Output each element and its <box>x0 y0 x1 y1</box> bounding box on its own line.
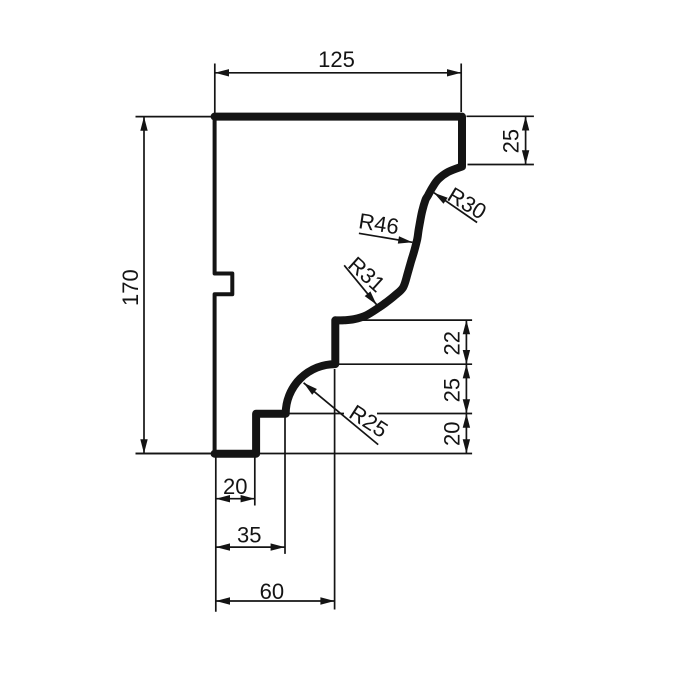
svg-text:125: 125 <box>318 47 355 72</box>
svg-text:35: 35 <box>237 523 261 548</box>
svg-text:20: 20 <box>223 474 247 499</box>
svg-text:170: 170 <box>118 269 143 306</box>
svg-text:20: 20 <box>440 422 465 446</box>
svg-text:22: 22 <box>440 331 465 355</box>
svg-text:R46: R46 <box>357 208 401 239</box>
svg-text:25: 25 <box>498 129 523 153</box>
svg-text:25: 25 <box>440 378 465 402</box>
svg-text:60: 60 <box>260 579 284 604</box>
